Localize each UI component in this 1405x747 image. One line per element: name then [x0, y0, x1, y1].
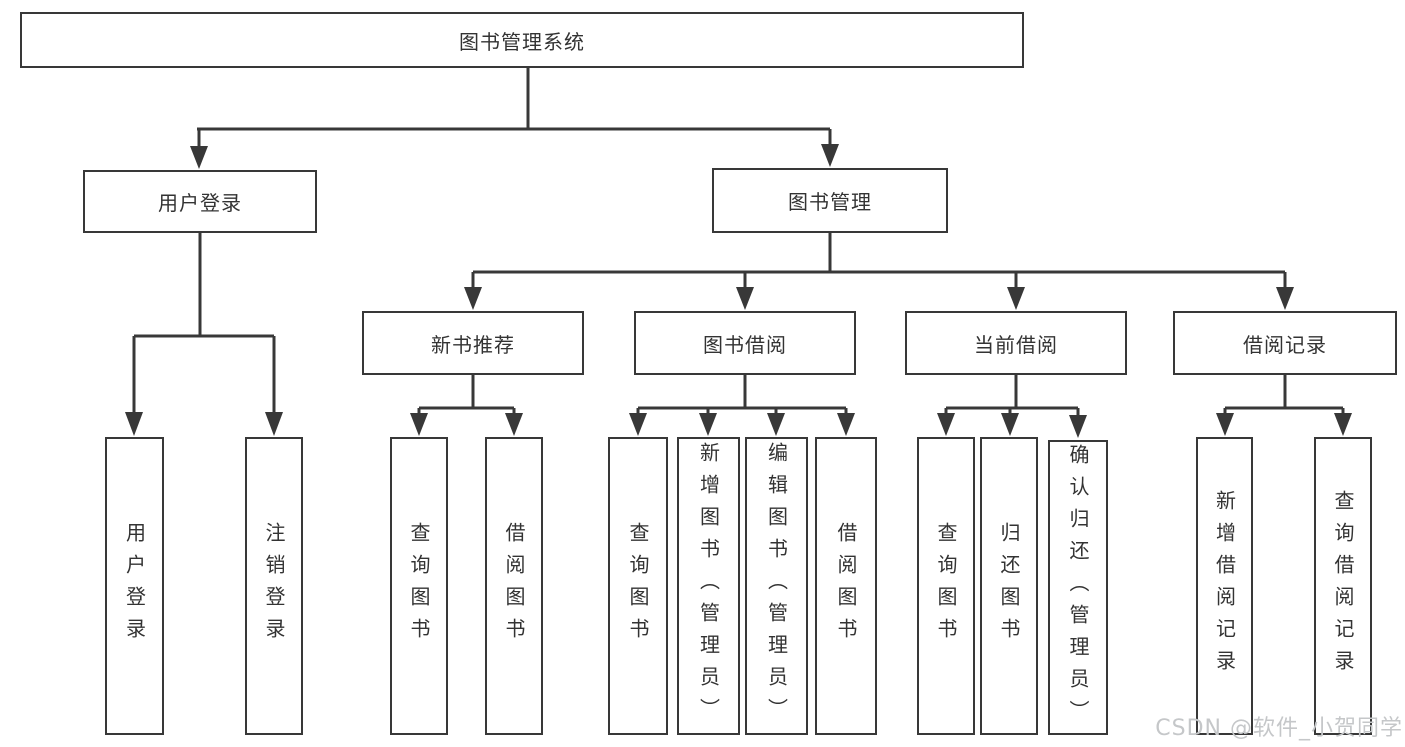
node-leaf-borrow-books: 借阅图书 [815, 437, 877, 735]
node-label: 借阅图书 [502, 522, 526, 650]
node-leaf-edit-books-admin: 编辑图书（管理员） [745, 437, 808, 735]
node-root-library-management-system: 图书管理系统 [20, 12, 1024, 68]
node-label: 查询图书 [626, 522, 650, 650]
node-leaf-logout: 注销登录 [245, 437, 303, 735]
node-current-borrow: 当前借阅 [905, 311, 1127, 375]
node-book-borrow: 图书借阅 [634, 311, 856, 375]
csdn-watermark: CSDN @软件_小贺同学 [1155, 716, 1403, 741]
node-leaf-return-books: 归还图书 [980, 437, 1038, 735]
node-leaf-confirm-return-admin: 确认归还（管理员） [1048, 440, 1108, 735]
node-leaf-borrow-books-recommend: 借阅图书 [485, 437, 543, 735]
node-leaf-user-login: 用户登录 [105, 437, 164, 735]
node-label: 确认归还（管理员） [1066, 443, 1090, 732]
node-leaf-query-borrow-record: 查询借阅记录 [1314, 437, 1372, 735]
node-label: 注销登录 [262, 522, 286, 650]
node-label: 新增图书（管理员） [696, 442, 721, 730]
node-label: 图书管理 [788, 190, 872, 214]
node-book-management: 图书管理 [712, 168, 948, 233]
node-user-login: 用户登录 [83, 170, 317, 233]
node-leaf-query-books-current: 查询图书 [917, 437, 975, 735]
node-label: 查询借阅记录 [1331, 490, 1355, 682]
node-new-book-recommend: 新书推荐 [362, 311, 584, 375]
node-label: 图书管理系统 [459, 29, 585, 54]
node-label: 借阅记录 [1243, 332, 1327, 357]
node-label: 用户登录 [158, 191, 242, 215]
node-label: 查询图书 [934, 522, 958, 650]
node-label: 新书推荐 [431, 332, 515, 357]
node-label: 归还图书 [997, 522, 1021, 650]
node-label: 用户登录 [122, 522, 147, 650]
node-label: 借阅图书 [834, 522, 858, 650]
node-leaf-query-books-recommend: 查询图书 [390, 437, 448, 735]
node-leaf-add-books-admin: 新增图书（管理员） [677, 437, 740, 735]
node-leaf-query-books-borrow: 查询图书 [608, 437, 668, 735]
node-leaf-add-borrow-record: 新增借阅记录 [1196, 437, 1253, 735]
node-borrow-records: 借阅记录 [1173, 311, 1397, 375]
node-label: 查询图书 [407, 522, 431, 650]
node-label: 新增借阅记录 [1212, 490, 1237, 682]
node-label: 编辑图书（管理员） [764, 442, 789, 730]
node-label: 当前借阅 [974, 332, 1058, 357]
node-label: 图书借阅 [703, 332, 787, 357]
